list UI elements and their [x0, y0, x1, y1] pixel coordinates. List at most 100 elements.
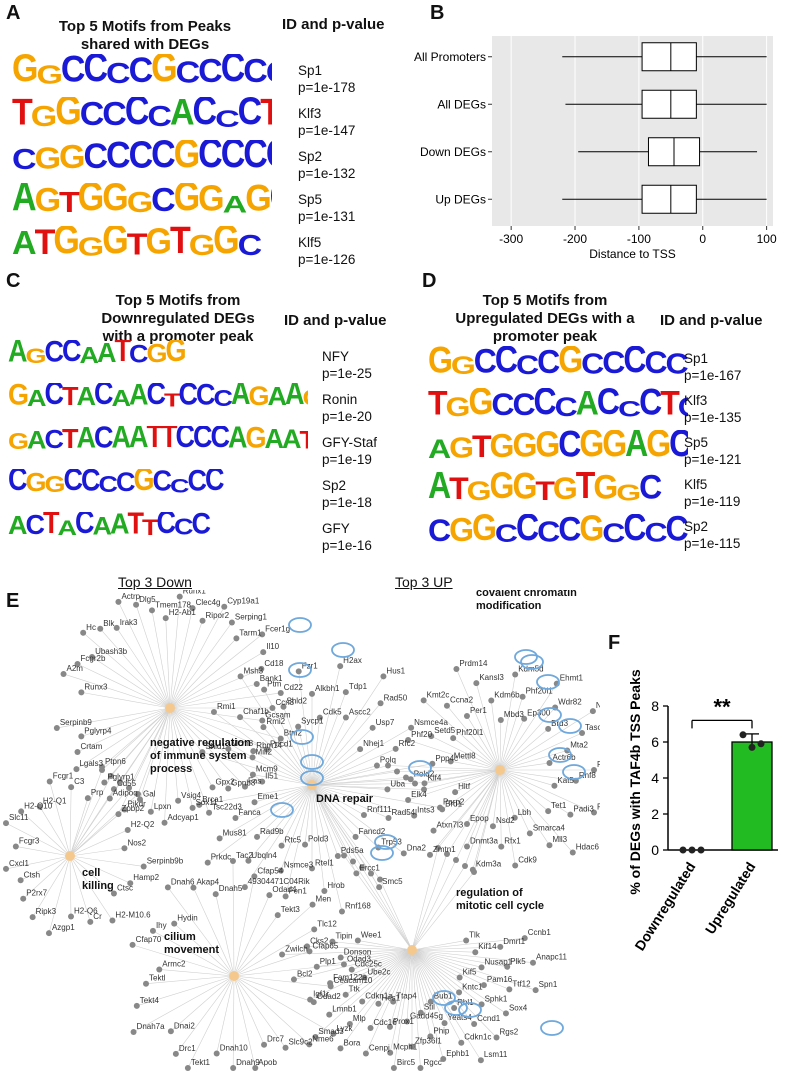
gene-node [346, 1021, 353, 1028]
gene-label: Tekt1 [191, 1058, 211, 1067]
edge [311, 748, 396, 786]
gene-node [274, 912, 281, 919]
gene-node [526, 830, 533, 837]
motif-letter: G [34, 141, 61, 176]
motif-letter: C [617, 396, 641, 422]
gene-node [545, 725, 552, 732]
edge [466, 769, 501, 847]
gene-node [140, 863, 147, 870]
gene-node [342, 714, 349, 721]
gene-node [426, 851, 433, 858]
gene-label: Drc1 [179, 1044, 196, 1053]
plot-background [492, 36, 773, 226]
data-point [679, 846, 687, 854]
gene-label: Crtam [81, 742, 103, 751]
gene-node [456, 989, 463, 996]
gene-label: Hes1 [381, 994, 400, 1003]
panel-letter-c: C [6, 270, 21, 292]
motif-letter: G [552, 472, 578, 506]
edge [311, 765, 378, 786]
gene-label: Rtc5 [285, 836, 302, 845]
gene-label: Cdk5 [323, 708, 342, 717]
gene-node [394, 768, 400, 775]
edge [69, 787, 130, 857]
edge [20, 811, 71, 857]
edge [165, 618, 171, 709]
edge [446, 705, 501, 771]
gene-node [212, 891, 219, 898]
gene-label: Tekt3 [281, 905, 301, 914]
gene-label: Stil [424, 1003, 435, 1012]
edge [311, 691, 347, 786]
edge [411, 865, 466, 951]
motif-p-value: p=1e-25 [322, 366, 372, 381]
motif-letter: G [8, 383, 29, 412]
gene-label: Nsmce4a [414, 718, 448, 727]
y-tick-label: 4 [651, 770, 659, 786]
edge [499, 769, 549, 812]
edge [254, 784, 313, 803]
edge [411, 949, 432, 1002]
motif-letter: C [581, 347, 604, 380]
gene-label: Hdac6 [576, 842, 600, 851]
hub-label-line: negative regulation [150, 737, 251, 749]
gene-node [124, 826, 131, 833]
gene-node [101, 779, 108, 786]
gene-label: Ehmt1 [560, 674, 584, 683]
gene-node [512, 671, 519, 678]
gene-label: Lpxn [154, 802, 171, 811]
motif-id: Sp1 [298, 63, 323, 78]
motif-letter: G [146, 340, 168, 368]
gene-node [115, 598, 122, 605]
edge [69, 809, 125, 857]
gene-label: Plp1 [320, 957, 337, 966]
gene-node [342, 689, 349, 696]
gene-label: Mbd3 [504, 710, 525, 719]
edge [389, 949, 413, 1053]
gene-node [164, 884, 171, 891]
gene-label: Lsm11 [484, 1050, 508, 1059]
gene-label: Eme1 [258, 792, 279, 801]
gene-node [458, 1039, 465, 1046]
x-tick-label: 100 [757, 232, 777, 246]
motif-letter: G [616, 479, 641, 506]
gene-node [480, 982, 487, 989]
gene-node [348, 966, 355, 973]
gene-node [36, 803, 43, 810]
edge [311, 784, 404, 854]
edge [492, 769, 501, 827]
hub-node [165, 703, 175, 713]
gene-node [130, 1028, 137, 1035]
edge [169, 606, 225, 709]
motif-p-value: p=1e-121 [684, 452, 742, 467]
motif-letter: G [472, 514, 497, 549]
motif-p-value: p=1e-126 [298, 252, 356, 267]
panel-c-title: Top 5 Motifs from Downregulated DEGs wit… [78, 292, 278, 346]
edge [118, 707, 171, 815]
motif-letter: A [76, 426, 96, 455]
x-tick-label: -100 [627, 232, 651, 246]
edge [76, 707, 171, 770]
edge [365, 949, 413, 1054]
gene-node [175, 797, 182, 804]
gene-node [74, 749, 81, 756]
motif-letter: C [124, 97, 150, 134]
motif-logo: TGGCCCCACCCTCGC [12, 97, 272, 140]
gene-label: Dnah9 [236, 1058, 260, 1067]
motif-letter: G [34, 183, 61, 219]
motif-letter: T [161, 426, 177, 455]
motif-letter: C [129, 340, 148, 368]
panel-letter-e: E [6, 590, 20, 612]
gene-node [360, 812, 367, 818]
motif-letter: G [245, 426, 267, 455]
motif-letter: A [264, 426, 284, 455]
edge [311, 784, 339, 857]
gene-label: Smc5 [382, 877, 403, 886]
motif-letter: C [644, 517, 667, 548]
gene-node [68, 784, 75, 791]
motif-letter: A [228, 426, 247, 455]
